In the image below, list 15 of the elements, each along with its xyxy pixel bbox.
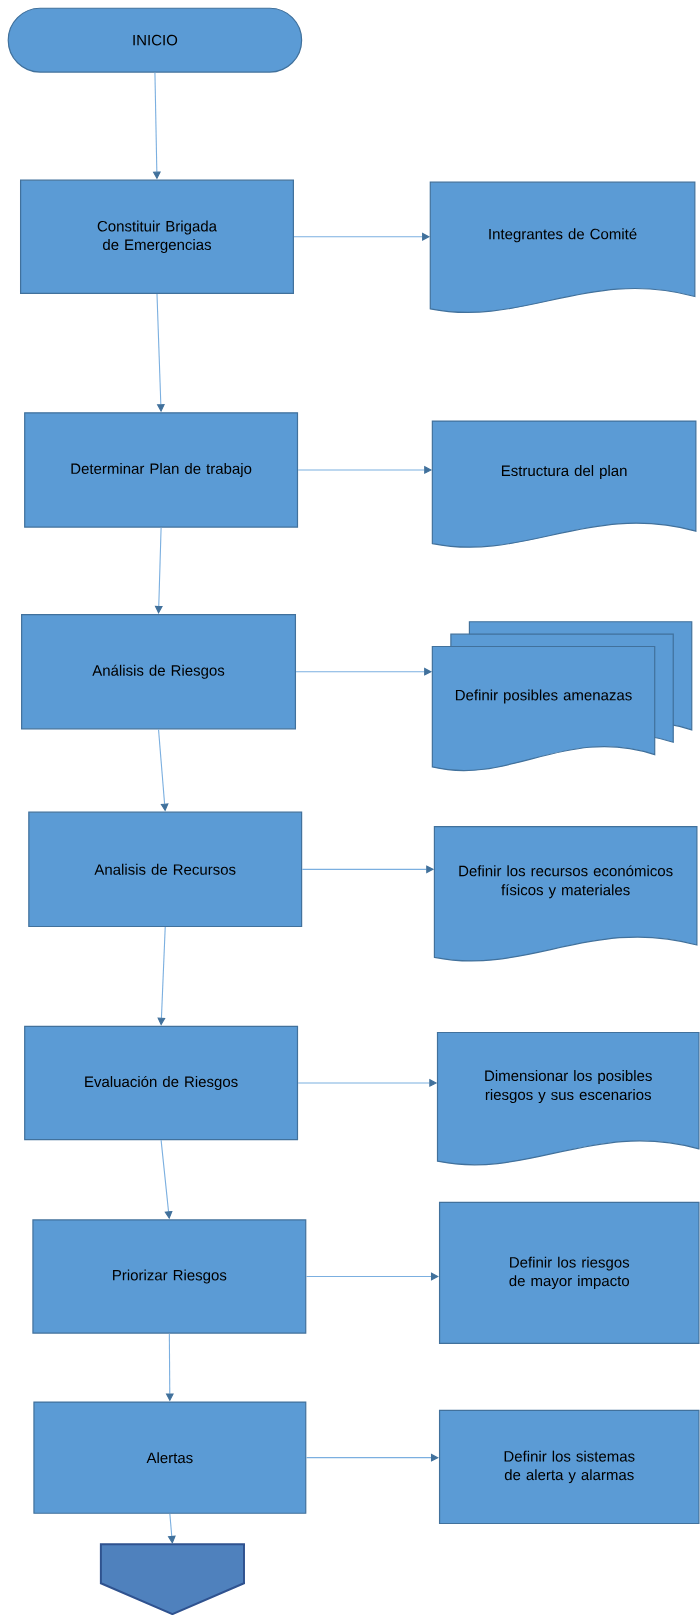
process-box: Alertas xyxy=(33,1401,307,1514)
arrow xyxy=(305,1453,439,1462)
process-box: Priorizar Riesgos xyxy=(32,1219,307,1334)
process-box: Analisis de Recursos xyxy=(28,811,303,928)
off-page-connector xyxy=(99,1543,245,1615)
arrow xyxy=(305,1272,439,1281)
process-box: Análisis de Riesgos xyxy=(21,613,297,730)
process-box: Determinar Plan de trabajo xyxy=(24,412,299,528)
start-terminal: INICIO xyxy=(7,7,303,73)
process-box: Definir los riesgos de mayor impacto xyxy=(438,1201,700,1344)
process-box: Evaluación de Riesgos xyxy=(24,1025,299,1141)
process-box: Definir los sistemas de alerta y alarmas xyxy=(438,1409,700,1525)
arrow xyxy=(154,527,163,614)
process-box: Constituir Brigada de Emergencias xyxy=(20,179,294,294)
arrow xyxy=(157,926,166,1026)
